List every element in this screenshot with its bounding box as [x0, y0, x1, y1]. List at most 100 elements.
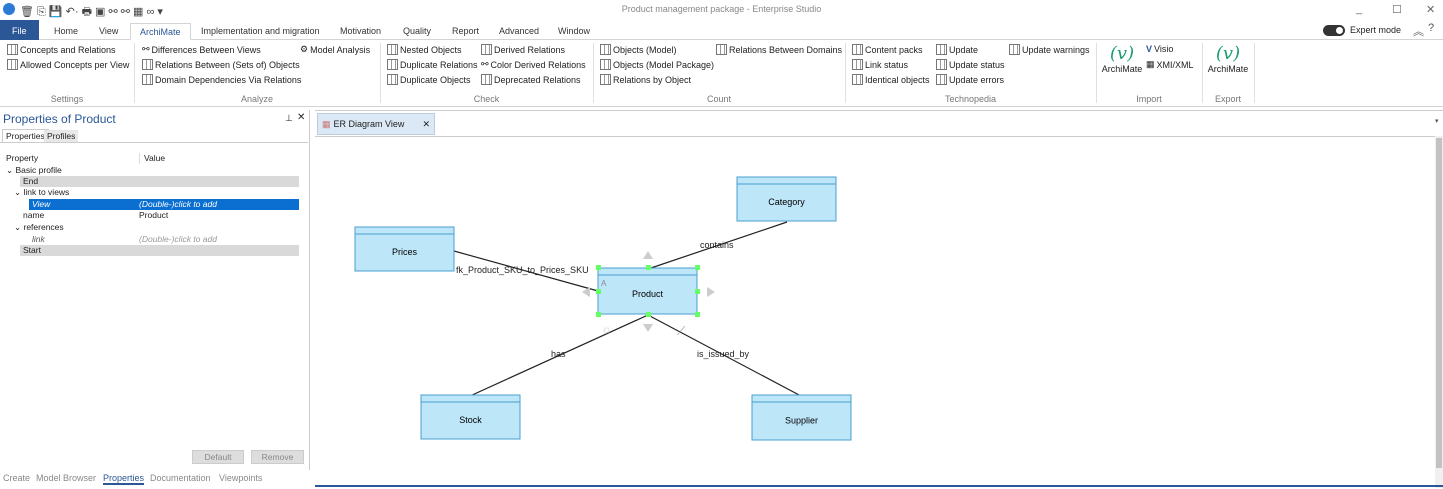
tab-quality[interactable]: Quality	[403, 26, 432, 36]
tree-row-start[interactable]: Start	[20, 245, 299, 256]
close-tab-icon[interactable]: ✕	[422, 119, 430, 129]
expert-mode-toggle[interactable]	[1323, 25, 1345, 36]
relations-by-object-button[interactable]: Relations by Object	[600, 74, 691, 85]
bottom-tab-create[interactable]: Create	[3, 473, 31, 483]
divider	[134, 43, 135, 103]
tree-row-link[interactable]: link(Double-)click to add	[32, 234, 217, 244]
objects-model-package-button[interactable]: Objects (Model Package)	[600, 59, 714, 70]
selection-arrows[interactable]	[582, 251, 715, 332]
doc-tab-er-diagram[interactable]: ▦ER Diagram View ✕	[317, 113, 435, 135]
group-label-export: Export	[1214, 94, 1241, 104]
bottom-tab-model-browser[interactable]: Model Browser	[36, 473, 97, 483]
tab-file[interactable]: File	[0, 20, 39, 40]
table-icon	[481, 74, 492, 85]
tab-archimate[interactable]: ArchiMate	[130, 23, 191, 40]
bottom-tab-properties[interactable]: Properties	[103, 473, 145, 485]
content-packs-button[interactable]: Content packs	[852, 44, 923, 55]
model-analysis-button[interactable]: ⚙Model Analysis	[300, 44, 371, 55]
column-header-value: Value	[139, 153, 299, 164]
properties-panel: Properties of Product ⊥ ✕ Properties Pro…	[0, 110, 310, 470]
update-button[interactable]: Update	[936, 44, 978, 55]
node-supplier[interactable]: Supplier	[751, 394, 852, 441]
node-product[interactable]: Product	[597, 267, 698, 315]
default-button[interactable]: Default	[192, 450, 244, 464]
group-label-count: Count	[706, 94, 732, 104]
export-archimate-button[interactable]: (v)ArchiMate	[1207, 43, 1249, 74]
diagram-canvas[interactable]: contains fk_Product_SKU_to_Prices_SKU ha…	[315, 136, 1435, 488]
edge-has-line[interactable]	[469, 314, 649, 397]
bottom-tab-documentation[interactable]: Documentation	[150, 473, 211, 483]
tree-row-basic-profile[interactable]: ⌄ Basic profile	[6, 165, 62, 175]
tab-advanced[interactable]: Advanced	[499, 26, 540, 36]
node-category[interactable]: Category	[736, 176, 837, 222]
edge-contains-line[interactable]	[647, 221, 788, 270]
domain-dependencies-button[interactable]: Domain Dependencies Via Relations	[142, 74, 301, 85]
resize-handles[interactable]	[596, 265, 700, 317]
minimize-button[interactable]: _	[1356, 3, 1363, 15]
bottom-tab-viewpoints[interactable]: Viewpoints	[219, 473, 263, 483]
color-derived-relations-button[interactable]: ⚯Color Derived Relations	[481, 59, 586, 70]
tree-row-references[interactable]: ⌄ references	[14, 222, 64, 232]
close-panel-icon[interactable]: ✕	[297, 112, 306, 123]
edit-icon	[7, 44, 18, 55]
help-icon[interactable]: ?	[1428, 22, 1435, 34]
node-stock[interactable]: Stock	[420, 394, 521, 440]
tab-motivation[interactable]: Motivation	[340, 26, 382, 36]
divider	[380, 43, 381, 103]
tab-properties[interactable]: Properties	[2, 129, 49, 142]
duplicate-relations-button[interactable]: Duplicate Relations	[387, 59, 478, 70]
tab-report[interactable]: Report	[452, 26, 480, 36]
import-xmi-button[interactable]: ▦XMI/XML	[1146, 59, 1194, 70]
update-warnings-button[interactable]: Update warnings	[1009, 44, 1090, 55]
edge-label-fk: fk_Product_SKU_to_Prices_SKU	[456, 265, 589, 275]
tab-window[interactable]: Window	[558, 26, 591, 36]
concepts-relations-button[interactable]: Concepts and Relations	[7, 44, 116, 55]
deprecated-relations-button[interactable]: Deprecated Relations	[481, 74, 581, 85]
tree-row-end[interactable]: End	[20, 176, 299, 187]
tab-home[interactable]: Home	[54, 26, 79, 36]
tab-list-dropdown-icon[interactable]: ▾	[1435, 118, 1439, 125]
diagram-svg[interactable]: contains fk_Product_SKU_to_Prices_SKU ha…	[315, 137, 1435, 489]
update-status-button[interactable]: Update status	[936, 59, 1005, 70]
arrow-left-icon[interactable]	[582, 287, 590, 297]
maximize-button[interactable]: ☐	[1392, 4, 1402, 16]
update-errors-button[interactable]: Update errors	[936, 74, 1004, 85]
close-button[interactable]: ✕	[1426, 4, 1436, 16]
allowed-concepts-button[interactable]: Allowed Concepts per View	[7, 59, 129, 70]
link-status-button[interactable]: Link status	[852, 59, 908, 70]
tab-profiles[interactable]: Profiles	[44, 130, 79, 142]
derived-relations-button[interactable]: Derived Relations	[481, 44, 565, 55]
magic-wand-icon[interactable]: ⟋	[677, 324, 686, 338]
tab-view[interactable]: View	[99, 26, 119, 36]
tree-row-view[interactable]: View(Double-)click to add	[29, 199, 299, 210]
edge-is-issued-by-line[interactable]	[647, 314, 802, 397]
table-icon	[1009, 44, 1020, 55]
tree-row-link-to-views[interactable]: ⌄ link to views	[14, 187, 70, 197]
relations-between-domains-button[interactable]: Relations Between Domains	[716, 44, 842, 55]
collapse-ribbon-icon[interactable]: ︽	[1413, 26, 1424, 38]
node-prices[interactable]: Prices	[354, 226, 455, 272]
identical-objects-button[interactable]: Identical objects	[852, 74, 930, 85]
nested-objects-button[interactable]: Nested Objects	[387, 44, 462, 55]
relations-between-objects-button[interactable]: Relations Between (Sets of) Objects	[142, 59, 300, 70]
edge-label-has: has	[551, 349, 566, 359]
import-archimate-button[interactable]: (v)ArchiMate	[1101, 43, 1143, 74]
arrow-down-icon[interactable]	[643, 324, 653, 332]
quick-access-toolbar-icons[interactable]: 🗑 ⎘ 💾 ↶· 🖶 ▣ ⚯ ⚯ ▦ ∞ ▾	[20, 6, 163, 18]
objects-model-button[interactable]: Objects (Model)	[600, 44, 677, 55]
duplicate-objects-button[interactable]: Duplicate Objects	[387, 74, 471, 85]
scrollbar-thumb[interactable]	[1436, 138, 1442, 468]
table-icon	[600, 59, 611, 70]
table-icon	[387, 74, 398, 85]
differences-between-views-button[interactable]: ⚯Differences Between Views	[142, 44, 261, 55]
remove-button[interactable]: Remove	[251, 450, 304, 464]
edge-label-is-issued-by: is_issued_by	[697, 349, 750, 359]
arrow-up-icon[interactable]	[643, 251, 653, 259]
arrow-right-icon[interactable]	[707, 287, 715, 297]
edge-fk-line[interactable]	[453, 250, 599, 292]
tab-implementation[interactable]: Implementation and migration	[201, 26, 320, 36]
sun-icon[interactable]: ☼	[601, 322, 612, 336]
pin-icon[interactable]: ⊥	[285, 113, 293, 123]
